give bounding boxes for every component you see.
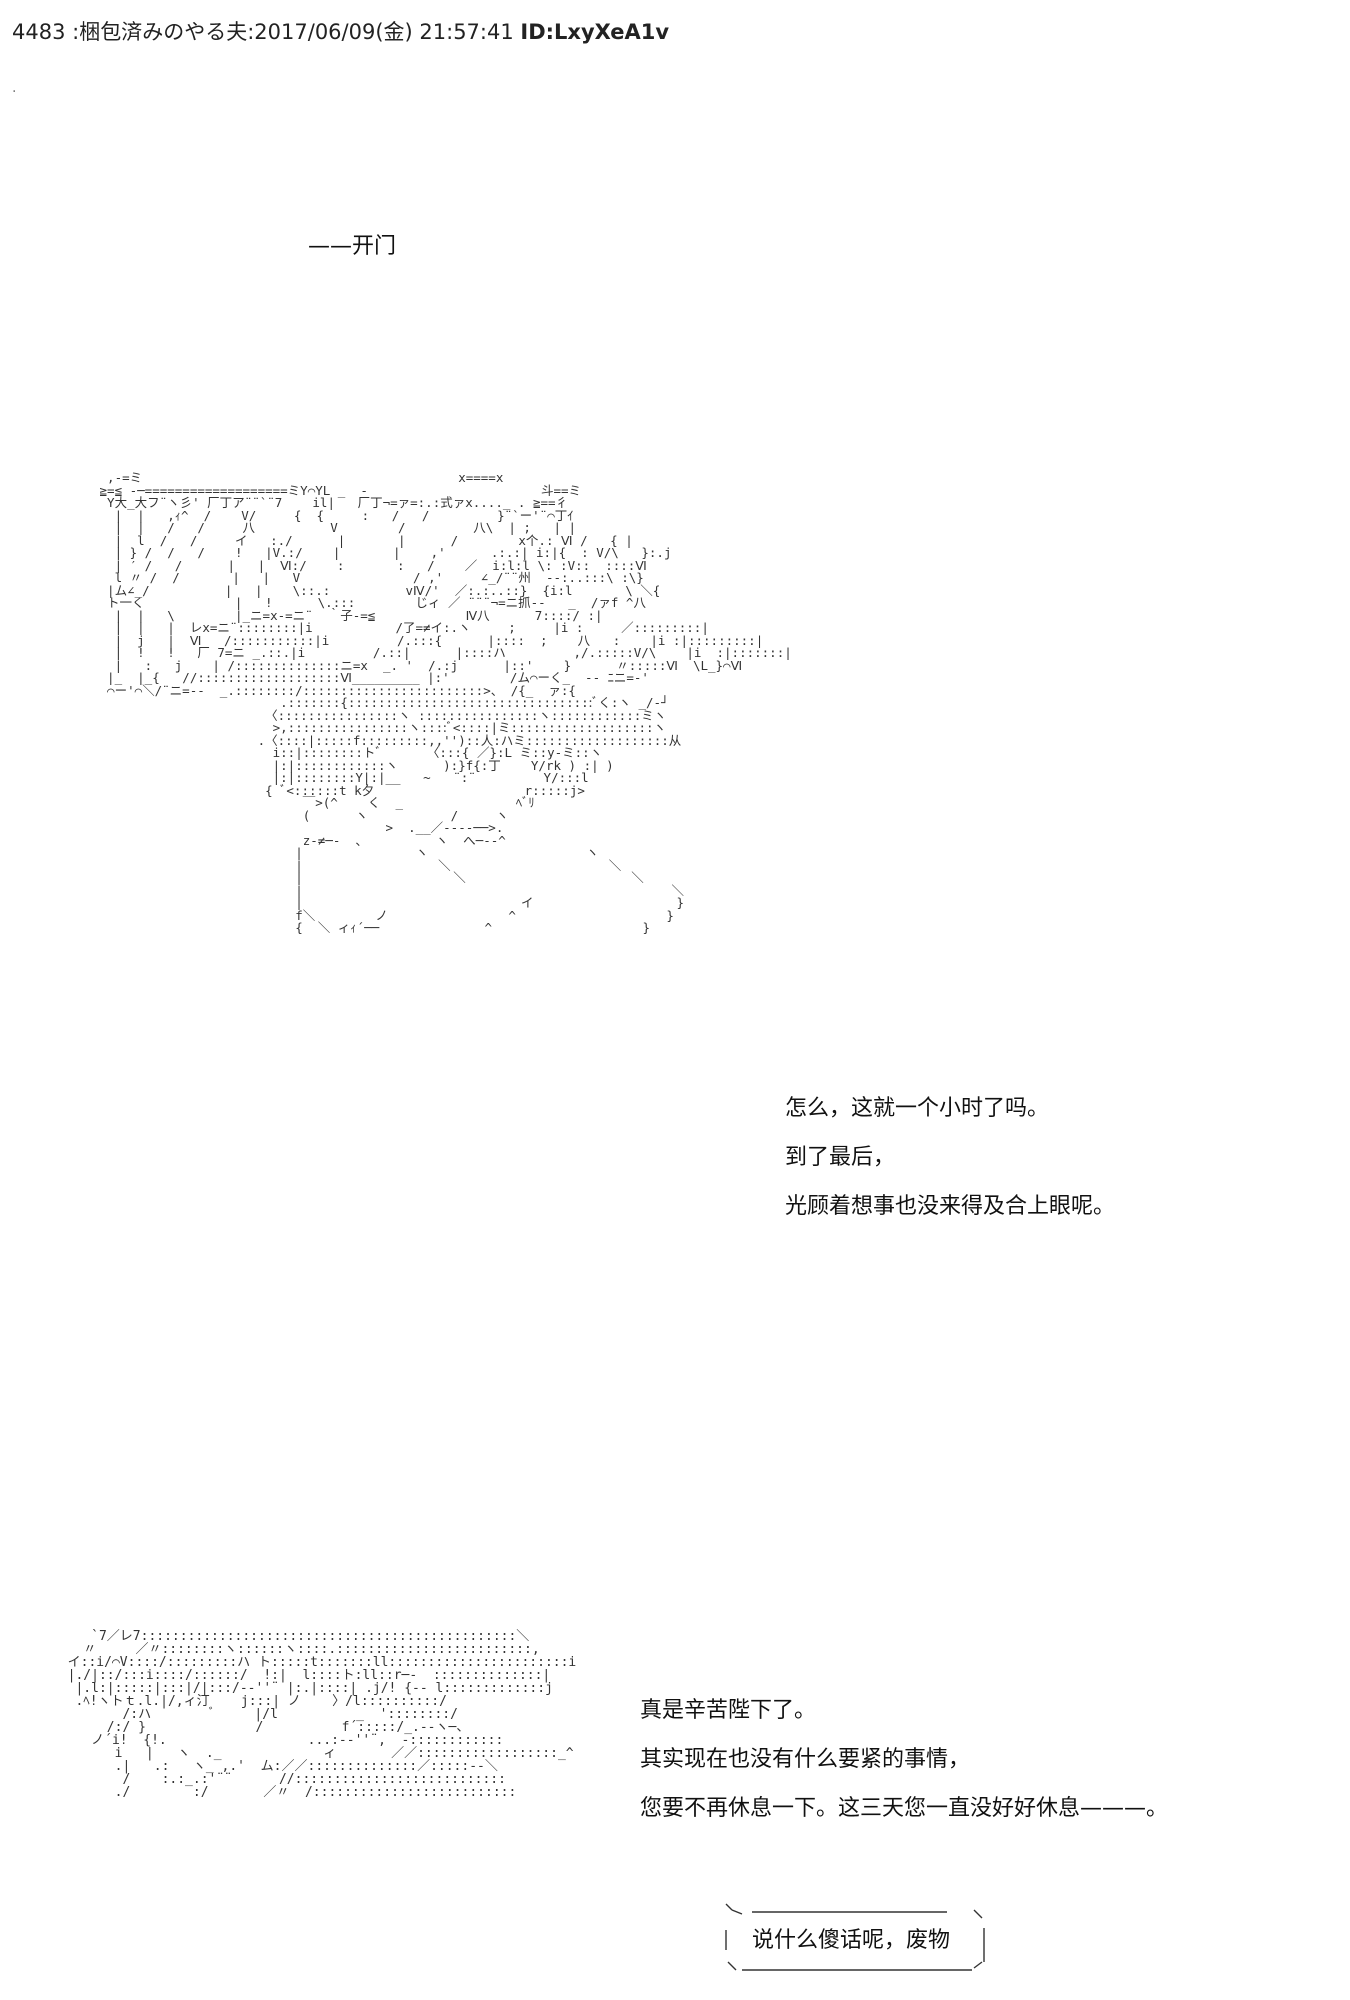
dialog-line: 到了最后， bbox=[785, 1144, 896, 1170]
dialog-top: 怎么，这就一个小时了吗。 到了最后， 光顾着想事也没来得及合上眼呢。 bbox=[785, 1088, 1115, 1234]
speech-bubble: 说什么傻话呢，废物 bbox=[712, 1900, 992, 1976]
ascii-art-door-figure: ,-=ミ x====x ≧=≦ -─===================ミY⌒… bbox=[99, 470, 792, 935]
post-header: 4483 :梱包済みのやる夫:2017/06/09(金) 21:57:41 ID… bbox=[12, 20, 670, 44]
dialog-line: 真是辛苦陛下了。 bbox=[640, 1698, 817, 1723]
speech-bubble-text: 说什么傻话呢，废物 bbox=[752, 1928, 951, 1953]
poster-name: 梱包済みのやる夫 bbox=[79, 20, 248, 44]
ascii-art-servant-figure: `7／レ7:::::::::::::::::::::::::::::::::::… bbox=[67, 1629, 577, 1800]
dialog-line: 您要不再休息一下。这三天您一直没好好休息———。 bbox=[640, 1795, 1169, 1821]
post-date: 2017/06/09(金) 21:57:41 bbox=[254, 20, 514, 44]
post-number: 4483 bbox=[12, 20, 66, 44]
separator-dot: . bbox=[12, 80, 17, 96]
dialog-line: 怎么，这就一个小时了吗。 bbox=[785, 1096, 1050, 1121]
dialog-bottom: 真是辛苦陛下了。 其实现在也没有什么要紧的事情， 您要不再休息一下。这三天您一直… bbox=[640, 1690, 1168, 1836]
dialog-line: 光顾着想事也没来得及合上眼呢。 bbox=[785, 1193, 1116, 1219]
speech-bubble-outline bbox=[712, 1900, 992, 1971]
dialog-line: 其实现在也没有什么要紧的事情， bbox=[640, 1746, 971, 1772]
scene-title: ——开门 bbox=[308, 234, 397, 259]
poster-id: ID:LxyXeA1v bbox=[520, 20, 670, 44]
